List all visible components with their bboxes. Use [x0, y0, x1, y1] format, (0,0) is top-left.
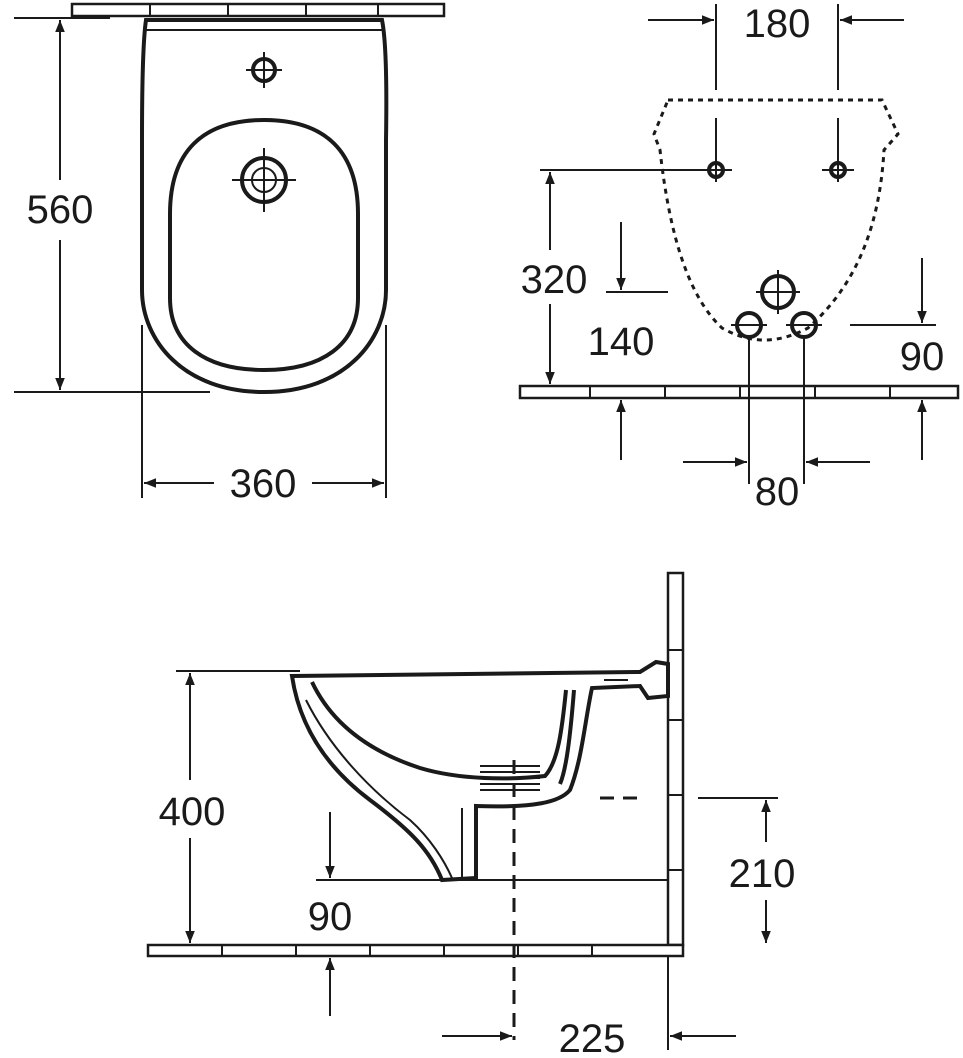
dim-label-80: 80	[755, 470, 800, 514]
dim-label-140: 140	[588, 320, 655, 364]
supply-hole-right-icon	[786, 311, 822, 339]
back-wall	[518, 384, 960, 400]
side-floor	[146, 943, 685, 958]
back-outline-dotted	[652, 98, 900, 342]
tap-hole-icon	[246, 52, 282, 88]
dim-top-height: 560	[14, 17, 210, 393]
dim-back-80: 80	[683, 457, 870, 514]
dim-top-width: 360	[141, 325, 387, 506]
top-bowl	[168, 117, 360, 373]
waste-hole-icon	[232, 148, 296, 212]
dim-label-225: 225	[559, 1017, 626, 1058]
top-wall	[70, 2, 446, 18]
outlet-hole-icon	[756, 270, 800, 314]
dim-label-400: 400	[159, 790, 226, 834]
dim-back-180: 180	[648, 2, 904, 46]
dim-side-210: 210	[600, 796, 796, 943]
bidet-profile	[289, 659, 670, 883]
dim-label-side-90: 90	[308, 895, 353, 939]
top-outline	[140, 18, 389, 395]
dim-label-320: 320	[521, 258, 588, 302]
dim-back-320: 320	[521, 169, 700, 384]
dim-back-140: 140	[588, 222, 668, 460]
side-wall-vertical	[666, 571, 685, 947]
dim-back-90: 90	[850, 258, 944, 460]
dim-label-back-90: 90	[900, 335, 945, 379]
dim-label-210: 210	[729, 852, 796, 896]
supply-hole-left-icon	[731, 311, 767, 339]
side-view: 400 90 210 225	[146, 571, 796, 1058]
back-view: 180 320 140 90 80	[518, 2, 960, 514]
dim-label-360: 360	[230, 462, 297, 506]
top-view: 560 360	[14, 2, 446, 506]
dim-label-560: 560	[27, 188, 94, 232]
dim-side-90: 90	[308, 812, 668, 1016]
dim-label-180: 180	[744, 2, 811, 46]
dim-side-225: 225	[442, 956, 736, 1058]
dim-side-400: 400	[159, 670, 300, 943]
